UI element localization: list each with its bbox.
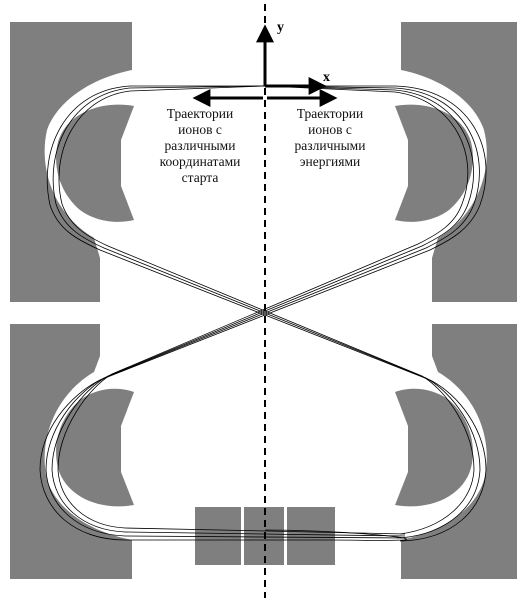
trajectory-3: [51, 85, 474, 537]
label-line: координатами: [159, 154, 241, 169]
label-different-energies: Траектории ионов с различными энергиями: [278, 106, 382, 170]
label-line: ионов с: [308, 122, 352, 137]
label-line: Траектории: [296, 106, 364, 121]
label-line: ионов с: [178, 122, 222, 137]
trajectory-6: [52, 85, 481, 539]
electrode-top-left-outer: [10, 22, 132, 302]
trajectory-7: [58, 85, 475, 535]
trajectory-5: [46, 85, 487, 542]
electrode-bottom-right-outer: [401, 324, 517, 579]
electrode-top-right-inner: [395, 104, 473, 222]
electrode-bottom-right-inner: [395, 388, 473, 507]
electrode-top-left-inner: [56, 104, 134, 222]
label-line: различными: [164, 138, 236, 153]
detector-block-left: [195, 507, 241, 565]
electrode-bottom-left-outer: [10, 324, 132, 579]
label-line: энергиями: [299, 154, 361, 169]
label-start-coordinates: Траектории ионов с различными координата…: [138, 106, 262, 186]
x-axis-label: x: [323, 70, 330, 85]
label-line: различными: [294, 138, 366, 153]
label-line: старта: [181, 170, 219, 185]
trajectory-1: [39, 85, 487, 541]
electrode-top-right-outer: [401, 22, 517, 302]
electrode-bottom-left-inner: [56, 388, 134, 507]
detector-block-right: [287, 507, 335, 565]
y-axis-label: y: [277, 20, 284, 35]
label-line: Траектории: [166, 106, 234, 121]
